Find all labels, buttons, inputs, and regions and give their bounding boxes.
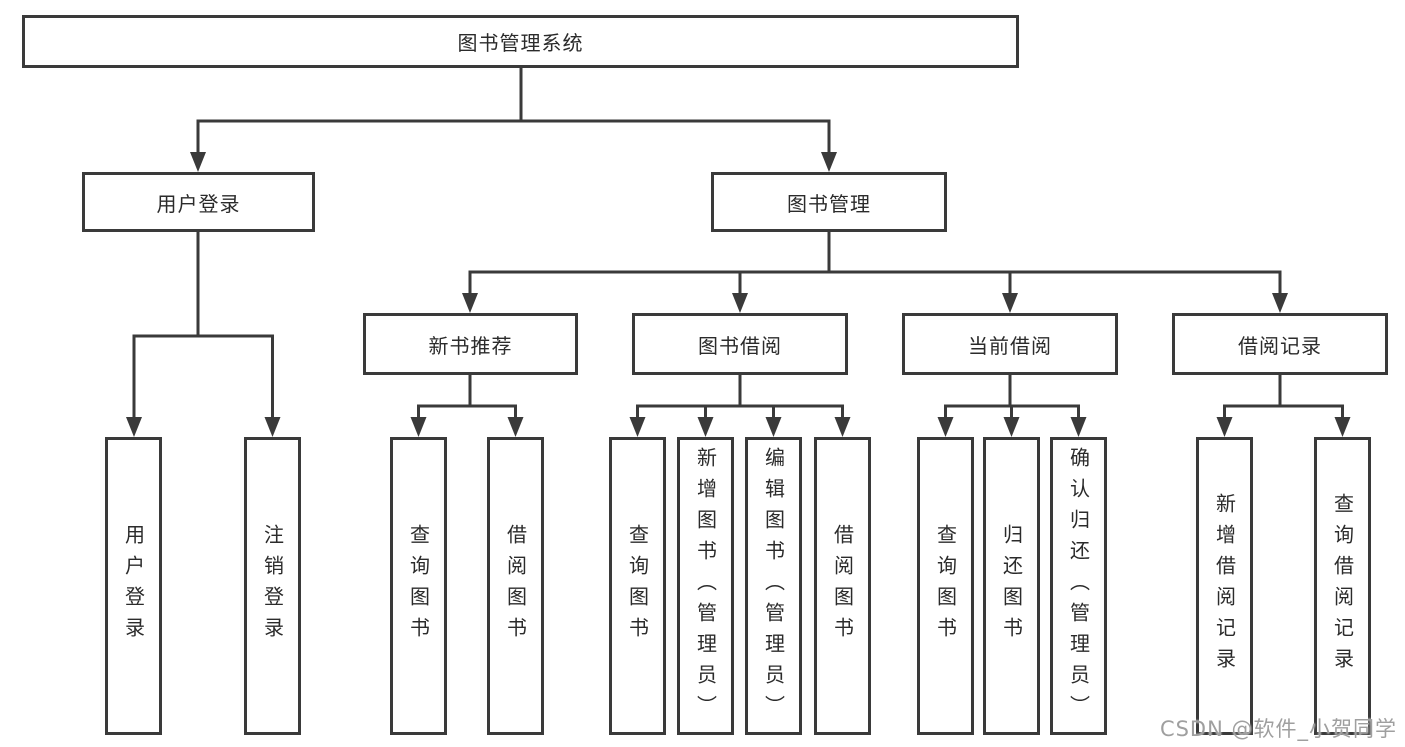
- leaf-edit-books-admin-label: 编辑图书（管理员）: [761, 446, 786, 726]
- leaf-query-books-recommend: 查询图书: [390, 437, 447, 735]
- leaf-query-books-borrow: 查询图书: [609, 437, 666, 735]
- leaf-borrow-books-label: 借阅图书: [830, 524, 855, 648]
- leaf-add-books-admin: 新增图书（管理员）: [677, 437, 734, 735]
- connector-newbooks-to-leaves: [410, 375, 524, 437]
- node-current-borrow: 当前借阅: [902, 313, 1118, 375]
- leaf-add-books-admin-label: 新增图书（管理员）: [693, 446, 718, 726]
- connector-root-to-level2: [190, 68, 837, 172]
- leaf-query-books-current: 查询图书: [917, 437, 974, 735]
- node-book-borrow-label: 图书借阅: [698, 333, 782, 358]
- leaf-borrow-books-recommend: 借阅图书: [487, 437, 544, 735]
- leaf-query-books-borrow-label: 查询图书: [625, 524, 650, 648]
- node-current-borrow-label: 当前借阅: [968, 333, 1052, 358]
- leaf-logout: 注销登录: [244, 437, 301, 735]
- leaf-add-borrow-record-label: 新增借阅记录: [1212, 493, 1237, 679]
- node-new-book-recommend-label: 新书推荐: [428, 333, 513, 358]
- node-borrow-records: 借阅记录: [1172, 313, 1388, 375]
- leaf-borrow-books: 借阅图书: [814, 437, 871, 735]
- leaf-return-books-label: 归还图书: [999, 524, 1024, 648]
- node-book-management: 图书管理: [711, 172, 947, 232]
- leaf-query-books-current-label: 查询图书: [933, 524, 958, 648]
- csdn-watermark: CSDN @软件_小贺同学: [1159, 717, 1397, 741]
- leaf-borrow-books-recommend-label: 借阅图书: [503, 524, 528, 648]
- leaf-confirm-return-admin-label: 确认归还（管理员）: [1066, 446, 1091, 726]
- leaf-edit-books-admin: 编辑图书（管理员）: [745, 437, 802, 735]
- connector-userlogin-to-leaves: [126, 232, 281, 437]
- connector-borrow-to-leaves: [629, 375, 851, 437]
- node-borrow-records-label: 借阅记录: [1238, 333, 1322, 358]
- leaf-return-books: 归还图书: [983, 437, 1040, 735]
- connector-bookmgmt-to-level3: [462, 232, 1288, 313]
- leaf-query-borrow-record: 查询借阅记录: [1314, 437, 1371, 735]
- node-user-login-label: 用户登录: [156, 191, 241, 216]
- leaf-user-login: 用户登录: [105, 437, 162, 735]
- node-book-borrow: 图书借阅: [632, 313, 848, 375]
- leaf-user-login-label: 用户登录: [121, 524, 146, 648]
- node-user-login: 用户登录: [82, 172, 315, 232]
- node-root-system: 图书管理系统: [22, 15, 1019, 68]
- node-book-management-label: 图书管理: [787, 191, 871, 216]
- leaf-query-borrow-record-label: 查询借阅记录: [1330, 493, 1355, 679]
- node-root-label: 图书管理系统: [457, 31, 584, 55]
- leaf-logout-label: 注销登录: [260, 524, 285, 648]
- leaf-confirm-return-admin: 确认归还（管理员）: [1050, 437, 1107, 735]
- node-new-book-recommend: 新书推荐: [363, 313, 578, 375]
- connector-current-to-leaves: [937, 375, 1087, 437]
- leaf-query-books-recommend-label: 查询图书: [406, 524, 431, 648]
- leaf-add-borrow-record: 新增借阅记录: [1196, 437, 1253, 735]
- connector-records-to-leaves: [1216, 375, 1351, 437]
